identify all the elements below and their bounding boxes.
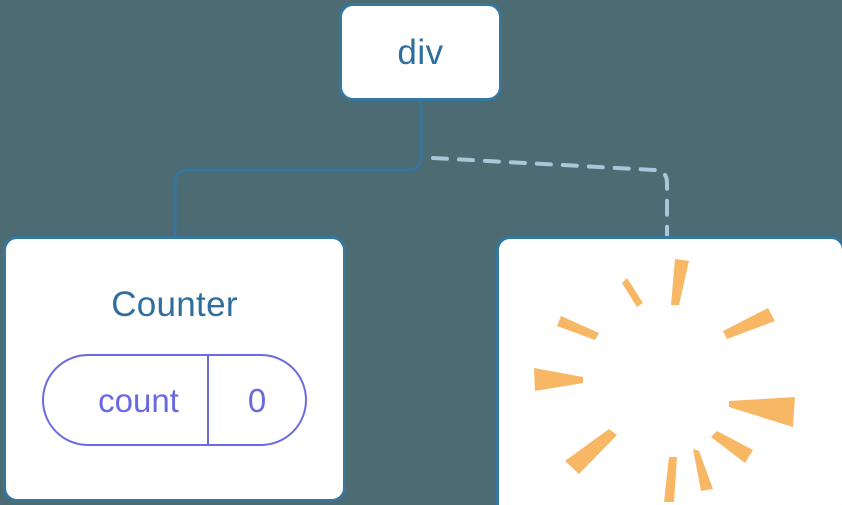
sparkle-ray-n: [663, 457, 677, 502]
sparkle-ray-se: [710, 431, 753, 463]
sparkle-ray-sw: [564, 429, 617, 474]
node-div[interactable]: div: [339, 3, 502, 101]
state-badge-count[interactable]: count 0: [42, 354, 307, 446]
sparkle-ray-nw: [556, 316, 599, 340]
sparkle-burst-icon: [533, 259, 795, 502]
sparkle-ray-nnw: [621, 278, 643, 307]
sparkle-ray-e: [728, 397, 795, 427]
node-rerender-burst[interactable]: [496, 236, 842, 505]
sparkle-ray-sse: [692, 449, 713, 491]
sparkle-ray-ne: [722, 308, 775, 339]
node-counter-label: Counter: [111, 285, 238, 324]
edge-div-to-counter: [173, 99, 423, 242]
node-counter[interactable]: Counter count 0: [3, 236, 346, 502]
sparkle-ray-w: [533, 368, 583, 391]
node-div-label: div: [397, 32, 444, 72]
state-badge-key: count: [98, 381, 179, 419]
state-badge-value: 0: [207, 356, 305, 444]
sparkle-ray-nne: [670, 259, 689, 305]
edge-div-to-rerender: [431, 156, 669, 242]
